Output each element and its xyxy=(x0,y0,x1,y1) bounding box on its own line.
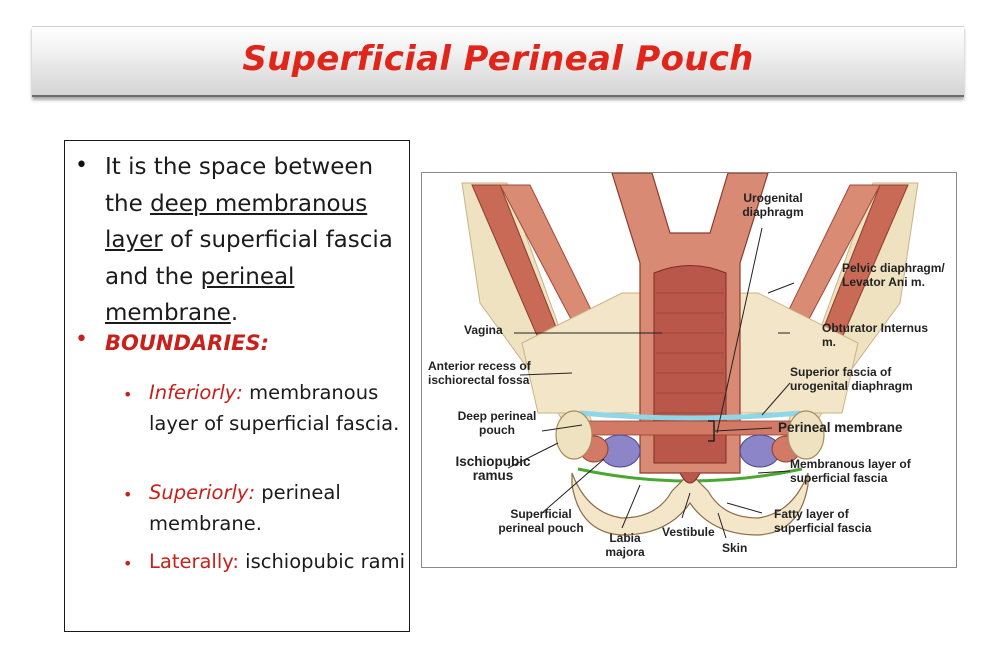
definition-text-c: . xyxy=(230,300,239,326)
slide-title: Superficial Perineal Pouch xyxy=(242,39,754,79)
label-anterior-recess: Anterior recess of ischiorectal fossa xyxy=(428,359,531,387)
definition-underline-a: deep membranous layer xyxy=(105,190,368,254)
label-ischiopubic-ramus: Ischiopubic ramus xyxy=(455,454,531,483)
boundary-lateral-text: ischiopubic rami xyxy=(238,550,405,573)
sub-bullet-dot: • xyxy=(123,485,133,504)
label-vagina: Vagina xyxy=(464,323,503,337)
sub-bullet-dot: • xyxy=(123,385,133,404)
definition-text-b: of superficial fascia and the xyxy=(105,227,393,290)
label-deep-perineal-pouch: Deep perineal pouch xyxy=(457,409,537,437)
label-skin: Skin xyxy=(722,541,748,555)
perineum-illustration xyxy=(461,173,919,539)
text-panel: • It is the space between the deep membr… xyxy=(64,140,410,632)
boundaries-bullet-dot: • xyxy=(75,327,88,352)
boundary-lateral-label: Laterally: xyxy=(149,550,239,573)
bullet-dot: • xyxy=(75,153,88,178)
label-superior-fascia: Superior fascia of urogenital diaphragm xyxy=(790,365,913,393)
label-perineal-membrane: Perineal membrane xyxy=(778,420,903,435)
label-pelvic-diaphragm: Pelvic diaphragm/ Levator Ani m. xyxy=(842,261,945,289)
boundaries-heading: BOUNDARIES: xyxy=(105,331,270,355)
boundary-inferior: Inferiorly: membranous layer of superfic… xyxy=(149,377,407,439)
label-superficial-pouch: Superficial perineal pouch xyxy=(498,507,584,535)
label-urogenital-diaphragm: Urogenital diaphragm xyxy=(742,191,804,219)
label-obturator: Obturator Internus m. xyxy=(822,321,929,349)
label-vestibule: Vestibule xyxy=(662,525,715,539)
boundary-inferior-label: Inferiorly: xyxy=(149,381,243,404)
anatomy-figure: Urogenital diaphragm Pelvic diaphragm/ L… xyxy=(421,172,957,568)
boundary-superior-text: perineal membrane. xyxy=(149,481,341,535)
label-fatty-layer: Fatty layer of superficial fascia xyxy=(774,507,872,535)
boundary-superior-label: Superiorly: xyxy=(149,481,256,504)
boundary-superior: Superiorly: perineal membrane. xyxy=(149,477,407,539)
boundary-inferior-text: membranous layer of superficial fascia. xyxy=(149,381,400,435)
label-membranous-layer: Membranous layer of superficial fascia xyxy=(790,457,911,485)
definition-underline-b: perineal membrane xyxy=(105,263,295,327)
label-labia-majora: Labia majora xyxy=(605,531,645,559)
title-banner: Superficial Perineal Pouch xyxy=(32,26,964,97)
sub-bullet-dot: • xyxy=(123,554,133,573)
definition-text-a: It is the space between the xyxy=(105,154,374,217)
boundary-lateral: Laterally: ischiopubic rami xyxy=(149,546,407,577)
definition-paragraph: It is the space between the deep membran… xyxy=(105,149,405,332)
